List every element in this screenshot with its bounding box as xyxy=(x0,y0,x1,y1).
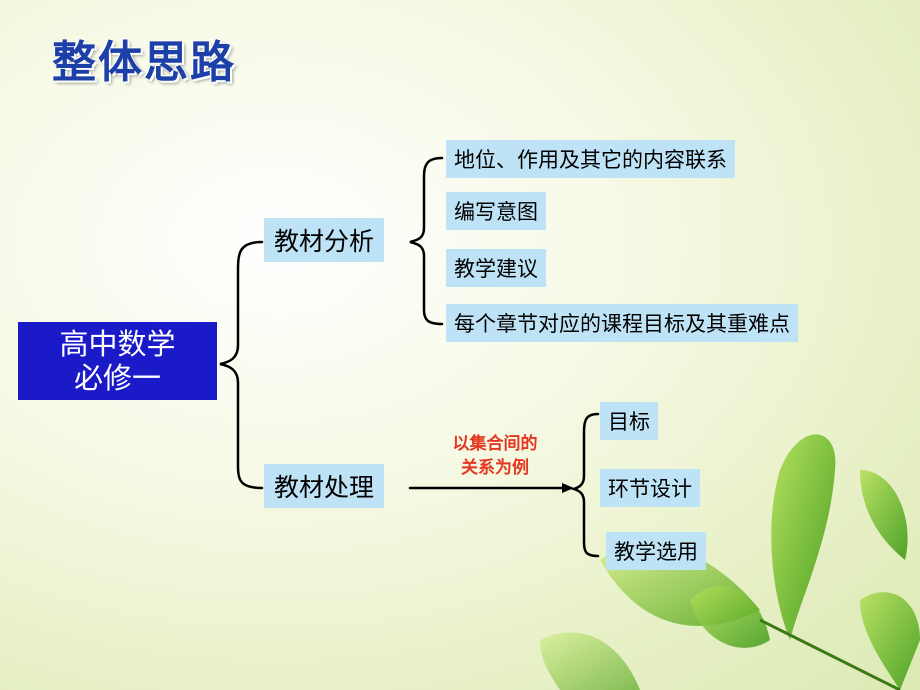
node-analysis: 教材分析 xyxy=(264,218,385,262)
analysis-item: 教学建议 xyxy=(446,249,546,287)
processing-item: 目标 xyxy=(600,402,658,440)
analysis-item: 每个章节对应的课程目标及其重难点 xyxy=(446,304,798,342)
processing-item: 教学选用 xyxy=(606,532,706,570)
analysis-item: 地位、作用及其它的内容联系 xyxy=(446,140,735,178)
node-processing: 教材处理 xyxy=(264,464,385,508)
processing-item: 环节设计 xyxy=(600,469,700,507)
arrow-note-line2: 关系为例 xyxy=(461,458,529,478)
root-node: 高中数学 必修一 xyxy=(18,322,217,400)
root-brace xyxy=(219,240,264,490)
root-label-line2: 必修一 xyxy=(73,361,161,395)
root-label-line1: 高中数学 xyxy=(59,327,176,361)
arrow-head-icon xyxy=(562,483,574,493)
processing-brace xyxy=(570,412,600,558)
analysis-item: 编写意图 xyxy=(446,192,546,230)
page-title: 整体思路 xyxy=(52,37,236,88)
arrow-note: 以集合间的 关系为例 xyxy=(430,432,560,480)
arrow-note-line1: 以集合间的 xyxy=(452,434,538,454)
analysis-brace xyxy=(409,156,444,326)
